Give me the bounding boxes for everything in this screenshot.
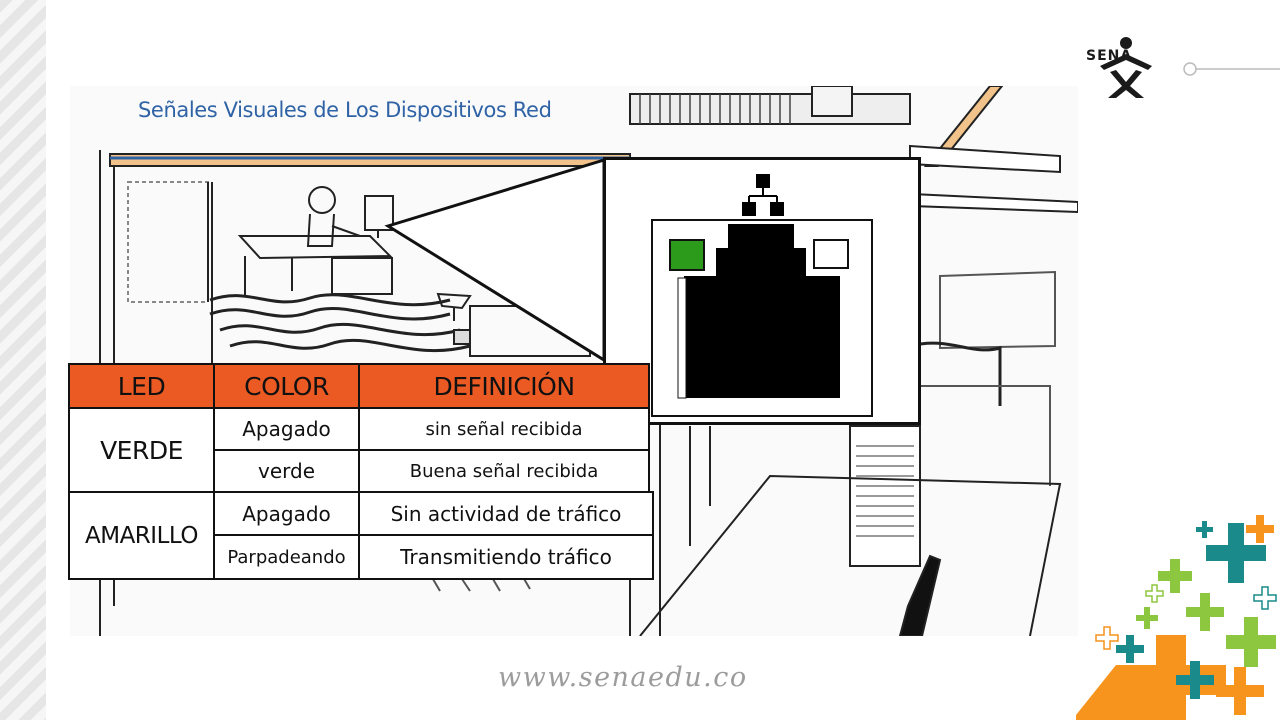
rj45-port-zoom — [603, 157, 921, 425]
network-topology-icon — [742, 174, 784, 216]
definition-cell: Buena señal recibida — [358, 449, 650, 493]
slide-title: Señales Visuales de Los Dispositivos Red — [138, 98, 552, 122]
definition-cell: Sin actividad de tráfico — [358, 491, 654, 536]
led-cell-verde: VERDE — [68, 407, 215, 493]
color-cell: verde — [213, 449, 360, 493]
led-signal-table: LED COLOR DEFINICIÓN VERDE Apagado sin s… — [68, 363, 654, 580]
header-led: LED — [68, 363, 215, 409]
led-cell-amarillo: AMARILLO — [68, 491, 215, 580]
header-color: COLOR — [213, 363, 360, 409]
left-led-indicator — [669, 239, 705, 271]
color-cell: Apagado — [213, 407, 360, 451]
sena-logo-text: SENA — [1086, 48, 1133, 64]
sena-logo: SENA — [1080, 36, 1172, 100]
color-cell: Apagado — [213, 491, 360, 536]
right-led-indicator — [813, 239, 849, 269]
header-definition: DEFINICIÓN — [358, 363, 650, 409]
decorative-crosses — [1076, 515, 1277, 720]
definition-cell: sin señal recibida — [358, 407, 650, 451]
sena-logo-mark — [1100, 37, 1152, 98]
footer-url: www.senaedu.co — [498, 662, 748, 693]
left-stripe-decoration — [0, 0, 46, 720]
logo-connector-line — [1183, 62, 1280, 76]
color-cell: Parpadeando — [213, 534, 360, 580]
ethernet-port-icon — [651, 174, 873, 417]
definition-cell: Transmitiendo tráfico — [358, 534, 654, 580]
